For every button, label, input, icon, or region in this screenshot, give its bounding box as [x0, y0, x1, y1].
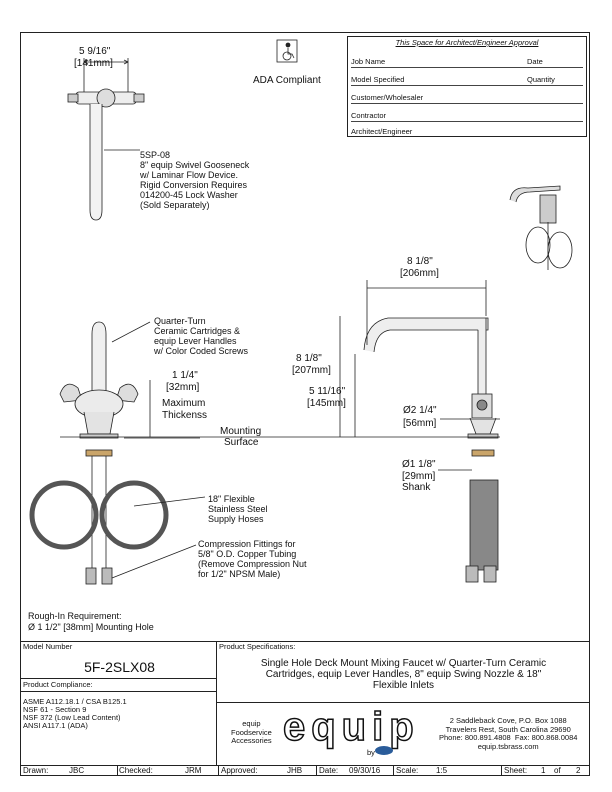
- dimension-lines: [124, 280, 500, 471]
- dim-height: 8 1/8": [296, 353, 322, 364]
- dim-shank-label: Shank: [402, 482, 431, 493]
- specs-text: Single Hole Deck Mount Mixing Faucet w/ …: [260, 658, 547, 691]
- dim-shank-dia: Ø1 1/8": [402, 459, 436, 470]
- approval-row-label: Quantity: [527, 75, 555, 84]
- approval-row-label: Job Name: [351, 57, 386, 66]
- approval-row-label: Date: [527, 57, 543, 66]
- brand-by: by: [367, 748, 375, 757]
- note-cartridges: Quarter-Turn Ceramic Cartridges & equip …: [154, 316, 249, 356]
- approved-label: Approved:: [221, 766, 258, 775]
- approval-row-contractor[interactable]: Contractor: [351, 103, 583, 122]
- wheelchair-icon: [282, 42, 295, 61]
- of-value: 2: [576, 766, 581, 775]
- model-block: Model Number 5F-2SLX08: [20, 641, 217, 679]
- compliance-label: Product Compliance:: [23, 680, 93, 689]
- checked-value: JRM: [185, 766, 202, 775]
- rough-in-l2: Ø 1 1/2" [38mm] Mounting Hole: [28, 622, 154, 632]
- compliance-line: ANSI A117.1 (ADA): [23, 721, 88, 730]
- scale-label: Scale:: [396, 766, 419, 775]
- specs-label: Product Specifications:: [219, 642, 296, 651]
- approved-value: JHB: [287, 766, 303, 775]
- approval-row-job[interactable]: Job Name Date: [351, 49, 583, 68]
- compliance-block: Product Compliance: ASME A112.18.1 / CSA…: [20, 679, 217, 766]
- ada-label: ADA Compliant: [253, 75, 321, 86]
- date-label: Date:: [319, 766, 339, 775]
- leader-lines: [111, 321, 206, 579]
- dim-reach-mm: [206mm]: [400, 268, 439, 279]
- note-gooseneck: 5SP-08 8" equip Swivel Gooseneck w/ Lami…: [140, 150, 250, 210]
- checked-label: Checked:: [119, 766, 153, 775]
- dim-top-width-mm: [141mm]: [74, 58, 113, 69]
- approval-row-label: Contractor: [351, 111, 387, 120]
- approval-box: This Space for Architect/Engineer Approv…: [347, 36, 587, 137]
- compliance-line: NSF 61 - Section 9: [23, 705, 87, 714]
- date-value: 09/30/16: [349, 766, 381, 775]
- plan-view-faucet: [67, 58, 145, 221]
- approval-row-label: Model Specified: [351, 75, 405, 84]
- sheet-label: Sheet:: [504, 766, 528, 775]
- drawn-value: JBC: [69, 766, 85, 775]
- ts-brass-logo-icon: [375, 746, 393, 755]
- approval-row-label: Architect/Engineer: [351, 127, 413, 136]
- compliance-line: ASME A112.18.1 / CSA B125.1: [23, 697, 127, 706]
- dim-max-thick-mm: [32mm]: [166, 382, 200, 393]
- dim-max-thick-l2: Thickenss: [162, 410, 208, 421]
- mounting-label-1: Mounting: [220, 426, 262, 437]
- approval-row-customer[interactable]: Customer/Wholesaler: [351, 85, 583, 104]
- side-view-faucet: [363, 317, 499, 583]
- model-number: 5F-2SLX08: [84, 659, 155, 675]
- brand-block: equip Foodservice Accessories equip by 2…: [217, 703, 590, 766]
- brand-address: 2 Saddleback Cove, P.O. Box 1088 Travele…: [439, 716, 578, 751]
- dim-spout-height: 5 11/16": [309, 386, 346, 397]
- of-label: of: [554, 766, 561, 775]
- dim-base-dia-mm: [56mm]: [403, 418, 437, 429]
- mounting-label-2: Surface: [224, 437, 259, 448]
- scale-value: 1:5: [436, 766, 448, 775]
- compliance-line: NSF 372 (Low Lead Content): [23, 713, 121, 722]
- dim-base-dia: Ø2 1/4": [403, 405, 437, 416]
- dim-top-width: 5 9/16": [79, 46, 111, 57]
- dim-max-thick-l1: Maximum: [162, 398, 206, 409]
- specs-block: Product Specifications: Single Hole Deck…: [217, 641, 590, 703]
- isometric-thumbnail: [509, 185, 573, 270]
- dim-spout-height-mm: [145mm]: [307, 398, 346, 409]
- approval-header: This Space for Architect/Engineer Approv…: [395, 38, 539, 47]
- equip-logo: equip: [282, 704, 420, 750]
- brand-sub: equip Foodservice Accessories: [231, 719, 272, 745]
- approval-row-model[interactable]: Model Specified Quantity: [351, 67, 583, 86]
- title-strip: Drawn: JBC Checked: JRM Approved: JHB Da…: [20, 766, 590, 776]
- approval-row-architect[interactable]: Architect/Engineer: [351, 119, 583, 137]
- drawn-label: Drawn:: [23, 766, 49, 775]
- dim-shank-dia-mm: [29mm]: [402, 471, 436, 482]
- dim-height-mm: [207mm]: [292, 365, 331, 376]
- front-view-faucet: [29, 321, 169, 585]
- note-hoses: 18" Flexible Stainless Steel Supply Hose…: [208, 494, 268, 524]
- sheet-value: 1: [541, 766, 546, 775]
- note-fittings: Compression Fittings for 5/8" O.D. Coppe…: [198, 539, 307, 579]
- model-label: Model Number: [23, 642, 73, 651]
- rough-in-l1: Rough-In Requirement:: [28, 611, 122, 621]
- dim-reach: 8 1/8": [407, 256, 433, 267]
- ada-icon: [276, 39, 298, 63]
- approval-row-label: Customer/Wholesaler: [351, 93, 424, 102]
- dim-max-thick: 1 1/4": [172, 370, 198, 381]
